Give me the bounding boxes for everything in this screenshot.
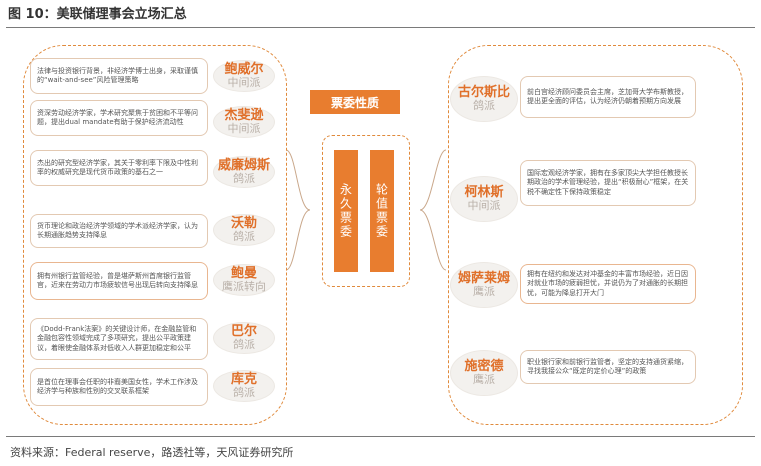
- member-tag-waller: 沃勒 鸽派: [213, 214, 275, 246]
- member-name: 柯林斯: [464, 185, 504, 201]
- member-name: 鲍威尔: [224, 62, 264, 78]
- member-desc-waller: 货币理论和政治经济学领域的学术派经济学家，认为长期通胀趋势支持降息: [30, 214, 208, 248]
- member-stance: 鸽派: [233, 386, 255, 400]
- member-name: 沃勒: [230, 216, 257, 232]
- member-desc-musalem: 拥有在纽约和发达对冲基金的丰富市场经验，近日因对就业市场的疲弱担忧，并说仍为了对…: [520, 264, 696, 304]
- member-tag-williams: 威廉姆斯 鸽派: [213, 156, 275, 188]
- member-stance: 中间派: [227, 122, 261, 136]
- right-group-frame: [448, 45, 743, 425]
- figure-title: 图 10：美联储理事会立场汇总: [8, 7, 187, 22]
- member-tag-schmid: 施密德 鹰派: [450, 350, 518, 396]
- member-stance: 鹰派: [473, 373, 495, 387]
- member-name: 杰斐逊: [224, 108, 264, 124]
- member-tag-cook: 库克 鸽派: [213, 370, 275, 402]
- member-desc-schmid: 职业银行家和前银行监管者，坚定的支持通货紧缩，寻找我接公众“既定的定价心理”的政…: [520, 350, 696, 384]
- voting-type-frame: [322, 135, 410, 287]
- left-group-frame: [23, 45, 287, 425]
- member-name: 施密德: [464, 359, 504, 375]
- member-name: 库克: [230, 372, 257, 388]
- member-desc-jefferson: 资深劳动经济学家，学术研究聚焦于贫困和不平等问题，提出dual mandate有…: [30, 100, 208, 136]
- member-tag-goolsbee: 古尔斯比 鸽派: [450, 76, 518, 122]
- member-stance: 鹰派: [473, 285, 495, 299]
- member-stance: 中间派: [467, 199, 501, 213]
- member-desc-powell: 法律与投资银行背景，非经济学博士出身，采取谨慎的“wait-and-see”风险…: [30, 58, 208, 94]
- source-note: 资料来源：Federal reserve，路透社等，天风证券研究所: [10, 446, 294, 459]
- member-name: 巴尔: [230, 324, 257, 340]
- member-tag-musalem: 姆萨莱姆 鹰派: [450, 262, 518, 308]
- rotating-voter-bar: 轮值票委: [370, 150, 394, 272]
- member-name: 鲍曼: [230, 266, 257, 282]
- member-name: 古尔斯比: [457, 85, 510, 101]
- permanent-voter-bar: 永久票委: [334, 150, 358, 272]
- member-desc-goolsbee: 前白宫经济顾问委员会主席，芝加哥大学布斯教授，提出更全面的评估，认为经济仍朝着预…: [520, 76, 696, 118]
- member-tag-powell: 鲍威尔 中间派: [213, 60, 275, 92]
- member-name: 威廉姆斯: [217, 158, 270, 174]
- member-desc-barr: 《Dodd-Frank法案》的关键设计师，在金融监管和金融包容性领域完成了多项研…: [30, 318, 208, 360]
- member-name: 姆萨莱姆: [457, 271, 510, 287]
- voting-type-title: 票委性质: [310, 90, 400, 114]
- member-stance: 鸽派: [473, 99, 495, 113]
- member-stance: 鸽派: [233, 172, 255, 186]
- member-stance: 中间派: [227, 76, 261, 90]
- member-desc-williams: 杰出的研究型经济学家，其关于零利率下限及中性利率的权威研究是现代货币政策的基石之…: [30, 150, 208, 186]
- member-tag-barr: 巴尔 鸽派: [213, 322, 275, 354]
- bottom-rule: [6, 436, 755, 437]
- member-desc-cook: 是首位在理事会任职的非裔美国女性，学术工作涉及经济学与种族和性别的交叉联系框架: [30, 368, 208, 406]
- member-stance: 鸽派: [233, 338, 255, 352]
- member-stance: 鸽派: [233, 230, 255, 244]
- member-tag-jefferson: 杰斐逊 中间派: [213, 106, 275, 138]
- member-desc-bowman: 拥有州银行监管经验，曾是堪萨斯州首席银行监管官，近来在劳动力市场疲软信号出现后转…: [30, 262, 208, 300]
- member-tag-bowman: 鲍曼 鹰派转向: [213, 264, 275, 296]
- top-rule: [6, 27, 755, 28]
- member-desc-collins: 国际宏观经济学家，拥有在多家顶尖大学担任教授长期政治的学术管理经验，提出“积极耐…: [520, 160, 696, 206]
- member-stance: 鹰派转向: [222, 280, 266, 294]
- member-tag-collins: 柯林斯 中间派: [450, 176, 518, 222]
